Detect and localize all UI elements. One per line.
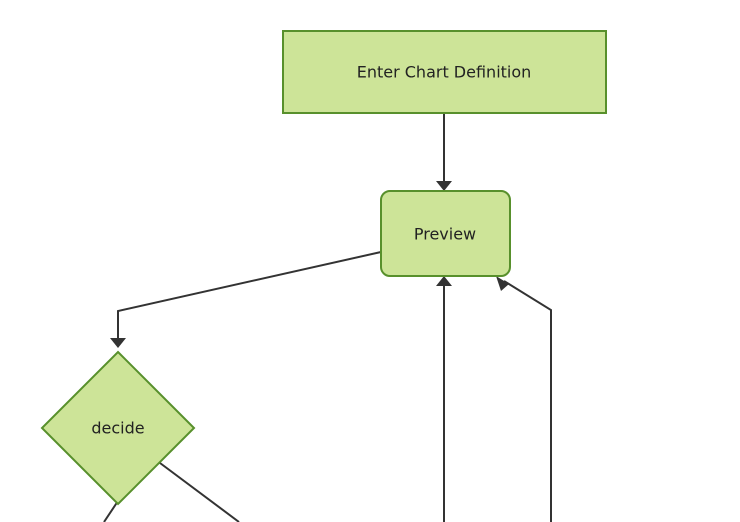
node-rounded-rect-shape[interactable] bbox=[380, 190, 511, 277]
edge-decide-to-offscreen-left bbox=[103, 500, 119, 522]
edge-return-center-to-preview bbox=[436, 276, 452, 522]
edge-line bbox=[117, 251, 382, 339]
node-diamond-shape[interactable] bbox=[40, 350, 196, 506]
edge-decide-to-offscreen-right bbox=[159, 462, 240, 522]
node-enter-chart-definition[interactable]: Enter Chart Definition bbox=[282, 30, 607, 114]
edge-enter-to-preview bbox=[436, 113, 452, 191]
edge-line bbox=[159, 462, 240, 522]
node-preview[interactable]: Preview bbox=[380, 190, 511, 277]
arrow-head-down bbox=[436, 181, 452, 191]
node-layer: Enter Chart Definition Preview decide bbox=[40, 30, 607, 506]
edge-preview-to-decide bbox=[110, 251, 382, 348]
edge-line bbox=[103, 500, 119, 522]
node-decide[interactable]: decide bbox=[40, 350, 196, 506]
edge-return-right-to-preview bbox=[496, 276, 552, 522]
edge-layer bbox=[103, 113, 552, 522]
edge-line bbox=[503, 280, 552, 522]
node-rect-shape[interactable] bbox=[282, 30, 607, 114]
arrow-head-down bbox=[110, 338, 126, 348]
arrow-head-up-left bbox=[496, 276, 509, 291]
arrow-head-up bbox=[436, 276, 452, 286]
